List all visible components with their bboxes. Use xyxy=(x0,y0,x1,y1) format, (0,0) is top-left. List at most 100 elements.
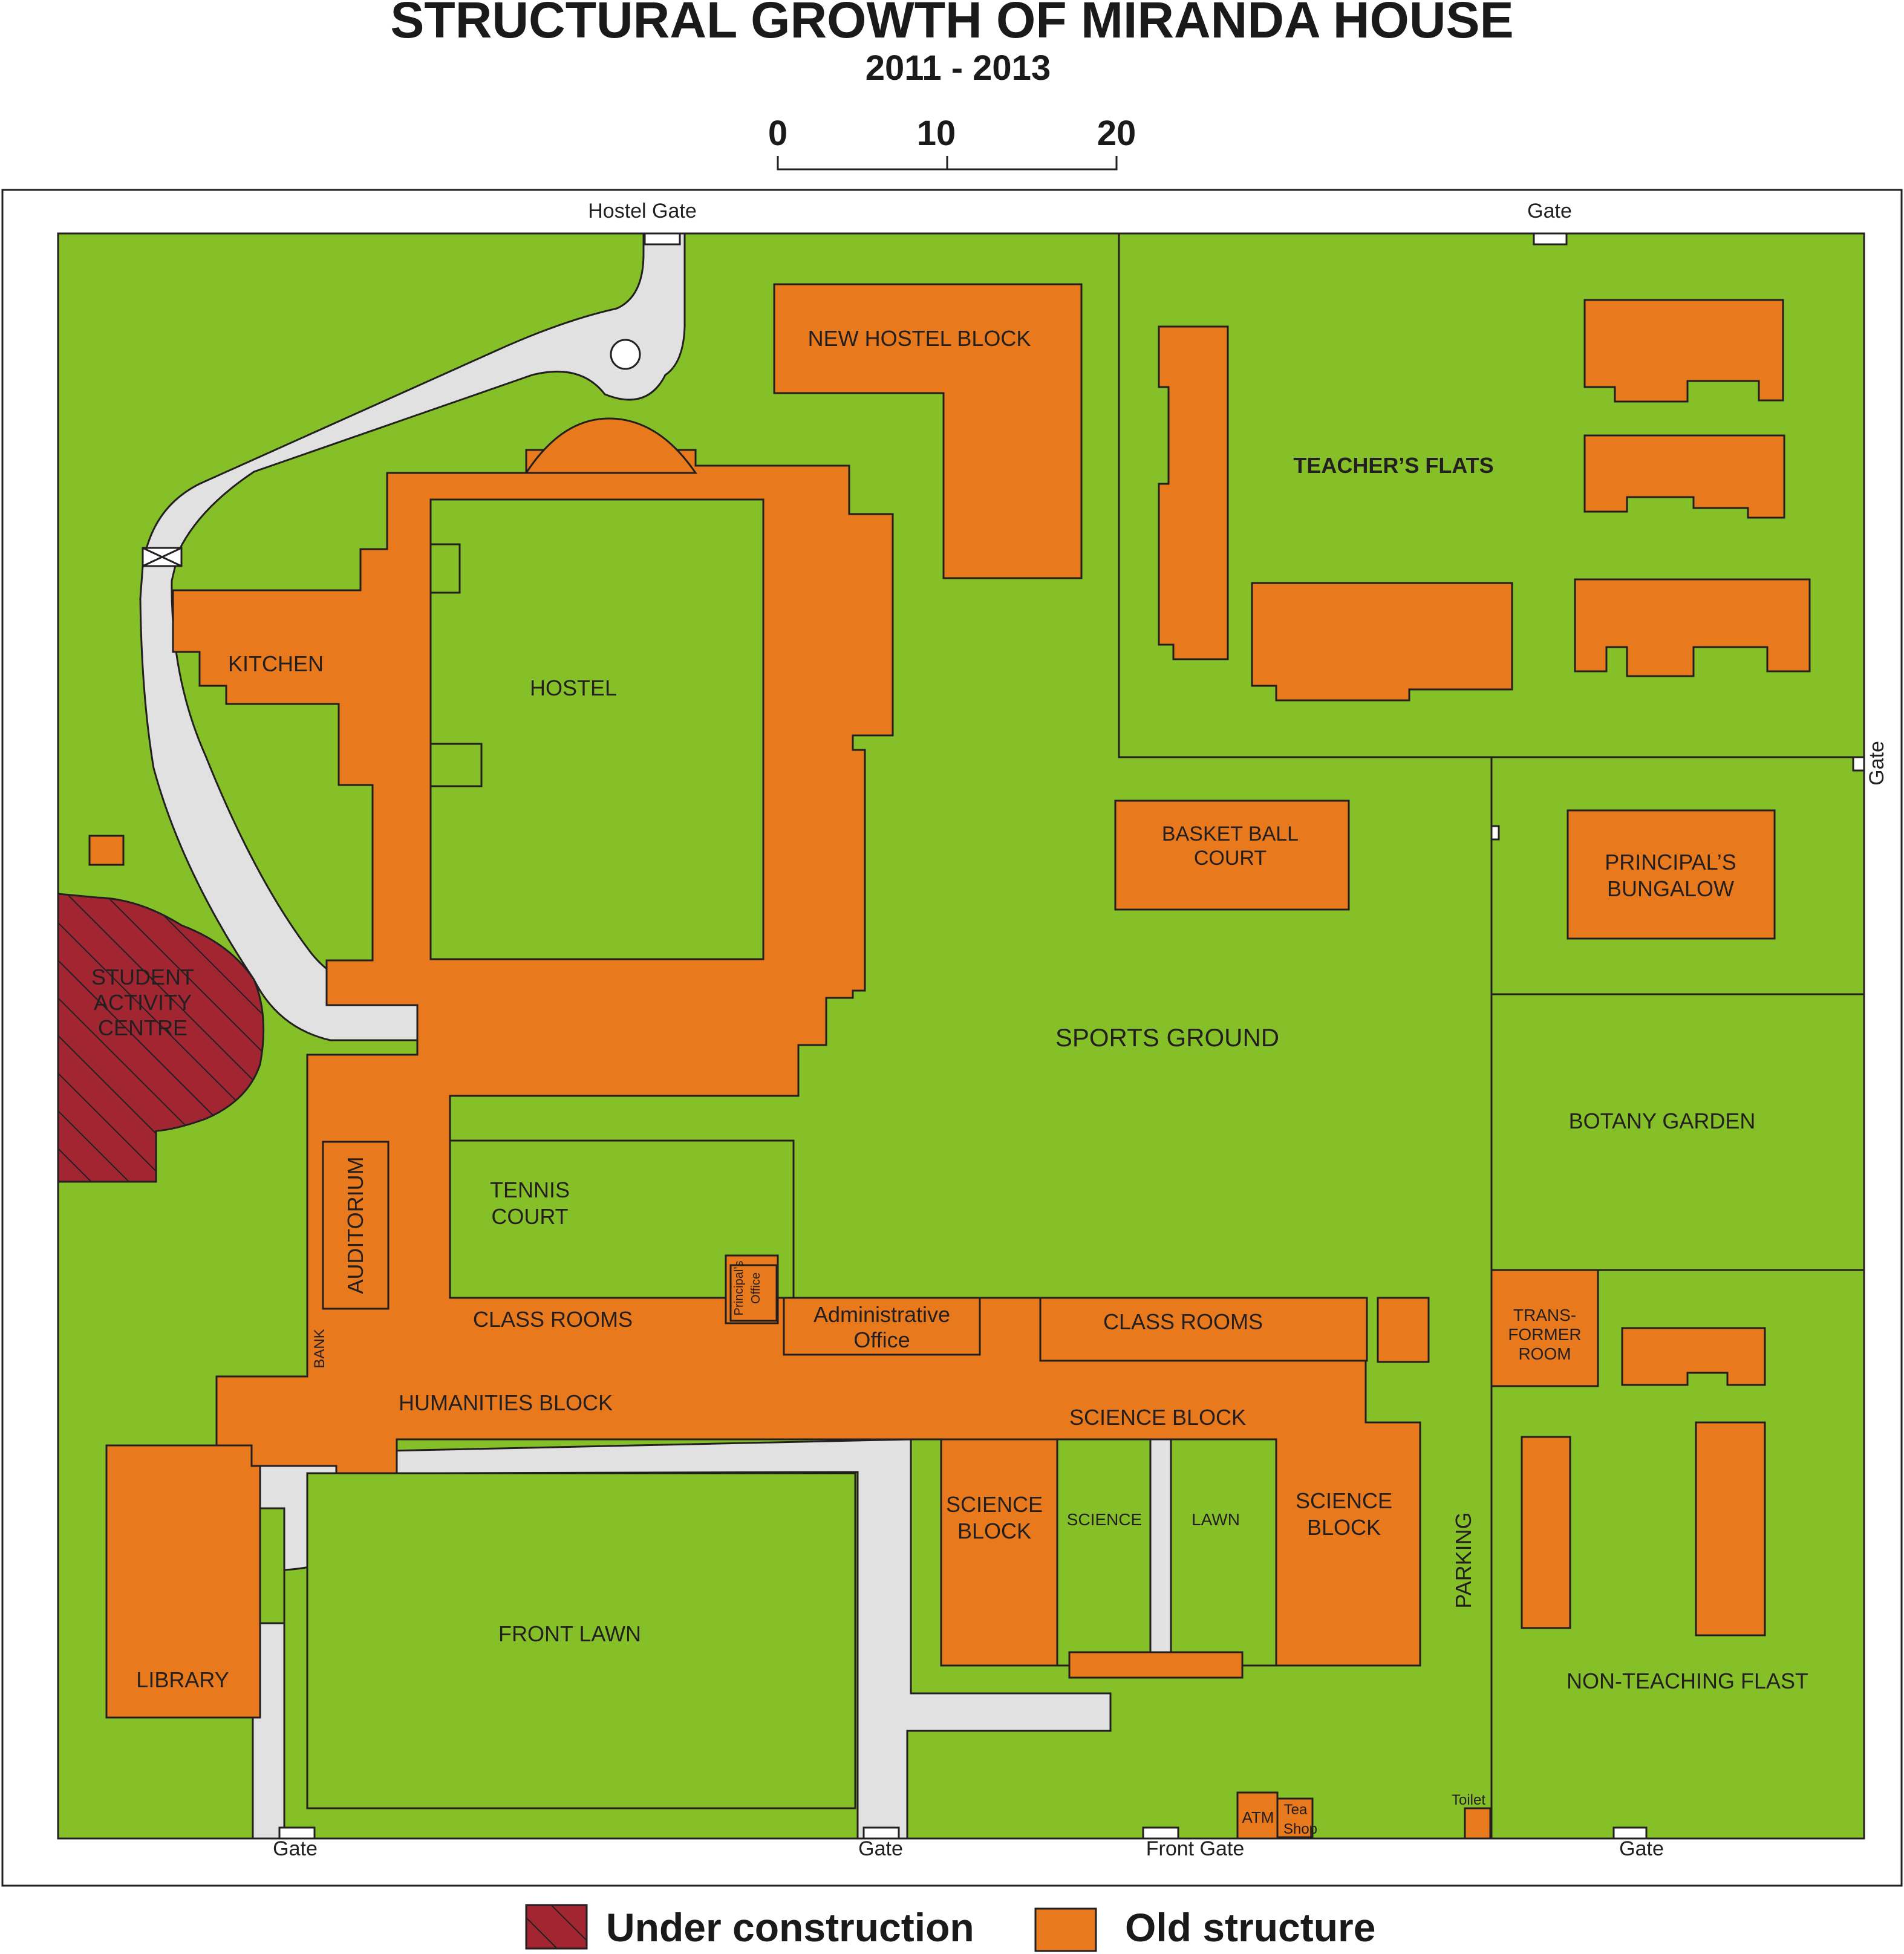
label-science-block-right-1: SCIENCE xyxy=(1296,1488,1392,1513)
map-subtitle: 2011 - 2013 xyxy=(866,48,1051,88)
label-toilet: Toilet xyxy=(1452,1792,1485,1808)
legend-label-old-structure: Old structure xyxy=(1125,1905,1375,1950)
label-transformer-3: ROOM xyxy=(1518,1344,1571,1363)
label-principals-office-1: Principal’s xyxy=(732,1261,746,1316)
hostel-courtyard xyxy=(429,498,765,960)
administrative-office xyxy=(783,1297,981,1356)
legend-label-under-construction: Under construction xyxy=(606,1905,974,1950)
scale-tick-0: 0 xyxy=(768,114,787,153)
fountain xyxy=(610,339,641,370)
label-science-lawn-right: LAWN xyxy=(1192,1510,1240,1529)
science-lawn-right xyxy=(1170,1438,1277,1667)
label-bottom-gate-1: Gate xyxy=(273,1837,318,1860)
label-admin-office-2: Office xyxy=(853,1327,910,1352)
label-front-gate: Front Gate xyxy=(1146,1837,1245,1860)
label-basketball-court-2: COURT xyxy=(1194,847,1267,870)
label-sports-ground: SPORTS GROUND xyxy=(1055,1023,1279,1052)
science-lawn-left xyxy=(1056,1438,1152,1667)
teachers-flat-1 xyxy=(1158,325,1229,660)
label-admin-office-1: Administrative xyxy=(813,1302,950,1327)
label-bottom-gate-2: Gate xyxy=(858,1837,903,1860)
label-auditorium: AUDITORIUM xyxy=(343,1156,368,1294)
legend-swatch-under-construction xyxy=(525,1904,588,1950)
science-corridor xyxy=(1068,1651,1244,1679)
student-activity-centre xyxy=(57,893,265,1183)
tea-shop xyxy=(1276,1797,1314,1838)
label-tea-shop-2: Shop xyxy=(1283,1821,1317,1837)
label-top-gate: Gate xyxy=(1527,200,1572,223)
label-student-activity-2: ACTIVITY xyxy=(94,990,192,1015)
legend: Under construction Old structure xyxy=(525,1904,1375,1952)
scale-tick-20: 20 xyxy=(1097,114,1136,153)
top-gate-box xyxy=(1533,232,1568,246)
small-shed xyxy=(88,835,125,866)
label-bottom-gate-3: Gate xyxy=(1619,1837,1664,1860)
non-teaching-flat-2 xyxy=(1521,1436,1571,1629)
non-teaching-flat-1 xyxy=(1621,1327,1766,1386)
library xyxy=(105,1444,261,1719)
label-class-rooms-right: CLASS ROOMS xyxy=(1103,1309,1263,1334)
label-parking: PARKING xyxy=(1451,1512,1476,1608)
hostel-gate-box xyxy=(644,232,681,246)
label-bank: BANK xyxy=(311,1329,328,1368)
scale-bar: 0 10 20 xyxy=(768,114,1136,171)
bottom-gate-3-box xyxy=(1612,1826,1648,1840)
label-tennis-court-2: COURT xyxy=(491,1204,568,1229)
class-rooms-right xyxy=(1039,1297,1368,1362)
label-science-block-right-2: BLOCK xyxy=(1307,1515,1381,1540)
label-hostel: HOSTEL xyxy=(530,676,617,700)
right-gate-box xyxy=(1852,756,1865,772)
label-transformer-1: TRANS- xyxy=(1513,1306,1576,1324)
map-title: STRUCTURAL GROWTH OF MIRANDA HOUSE xyxy=(390,0,1513,48)
label-botany-garden: BOTANY GARDEN xyxy=(1569,1109,1756,1133)
label-principals-bungalow-1: PRINCIPAL’S xyxy=(1605,850,1736,874)
label-teachers-flats: TEACHER’S FLATS xyxy=(1293,453,1493,478)
label-basketball-court-1: BASKET BALL xyxy=(1162,822,1299,845)
scale-tick-10: 10 xyxy=(917,114,956,153)
label-science-block-left-1: SCIENCE xyxy=(946,1492,1043,1517)
small-block xyxy=(1377,1297,1430,1363)
bottom-gate-2-box xyxy=(862,1826,900,1840)
principals-office-inner xyxy=(729,1264,778,1322)
label-right-gate: Gate xyxy=(1865,741,1888,786)
new-hostel-block xyxy=(773,283,1083,579)
label-tea-shop-1: Tea xyxy=(1284,1802,1308,1818)
hostel-courtyard-notches xyxy=(429,543,483,787)
transformer-room xyxy=(1490,1269,1599,1387)
label-student-activity-3: CENTRE xyxy=(98,1015,187,1040)
label-transformer-2: FORMER xyxy=(1508,1325,1581,1344)
hostel-dome xyxy=(524,417,697,474)
label-kitchen: KITCHEN xyxy=(228,651,324,676)
teachers-flat-2 xyxy=(1251,582,1513,702)
library-strip xyxy=(259,1507,285,1624)
auditorium xyxy=(322,1141,390,1310)
label-tennis-court-1: TENNIS xyxy=(490,1177,570,1202)
label-science-block-top: SCIENCE BLOCK xyxy=(1069,1405,1246,1430)
label-principals-office-2: Office xyxy=(749,1272,763,1304)
front-gate-box xyxy=(1142,1826,1179,1840)
label-class-rooms-left: CLASS ROOMS xyxy=(473,1307,633,1332)
road-barrier xyxy=(142,547,183,567)
front-lawn xyxy=(306,1472,856,1809)
label-student-activity-1: STUDENT xyxy=(91,965,194,989)
label-atm: ATM xyxy=(1242,1808,1274,1826)
legend-swatch-old-structure xyxy=(1034,1907,1097,1952)
label-hostel-gate: Hostel Gate xyxy=(588,200,697,223)
atm-booth xyxy=(1236,1791,1279,1840)
label-front-lawn: FRONT LAWN xyxy=(498,1621,641,1646)
non-teaching-flat-3 xyxy=(1695,1421,1766,1636)
principals-bungalow xyxy=(1567,809,1776,940)
toilet xyxy=(1464,1807,1492,1840)
teachers-flat-4 xyxy=(1583,434,1785,519)
label-non-teaching-flats: NON-TEACHING FLAST xyxy=(1567,1669,1808,1693)
label-science-block-left-2: BLOCK xyxy=(957,1519,1031,1543)
teachers-flat-5 xyxy=(1574,578,1811,677)
basketball-court xyxy=(1114,800,1350,911)
side-marker-box xyxy=(1490,825,1500,841)
bottom-gate-1-box xyxy=(278,1826,316,1840)
science-walkway xyxy=(1149,1438,1172,1653)
label-new-hostel-block: NEW HOSTEL BLOCK xyxy=(808,326,1031,351)
teachers-flat-3 xyxy=(1583,299,1784,403)
label-principals-bungalow-2: BUNGALOW xyxy=(1607,876,1734,901)
